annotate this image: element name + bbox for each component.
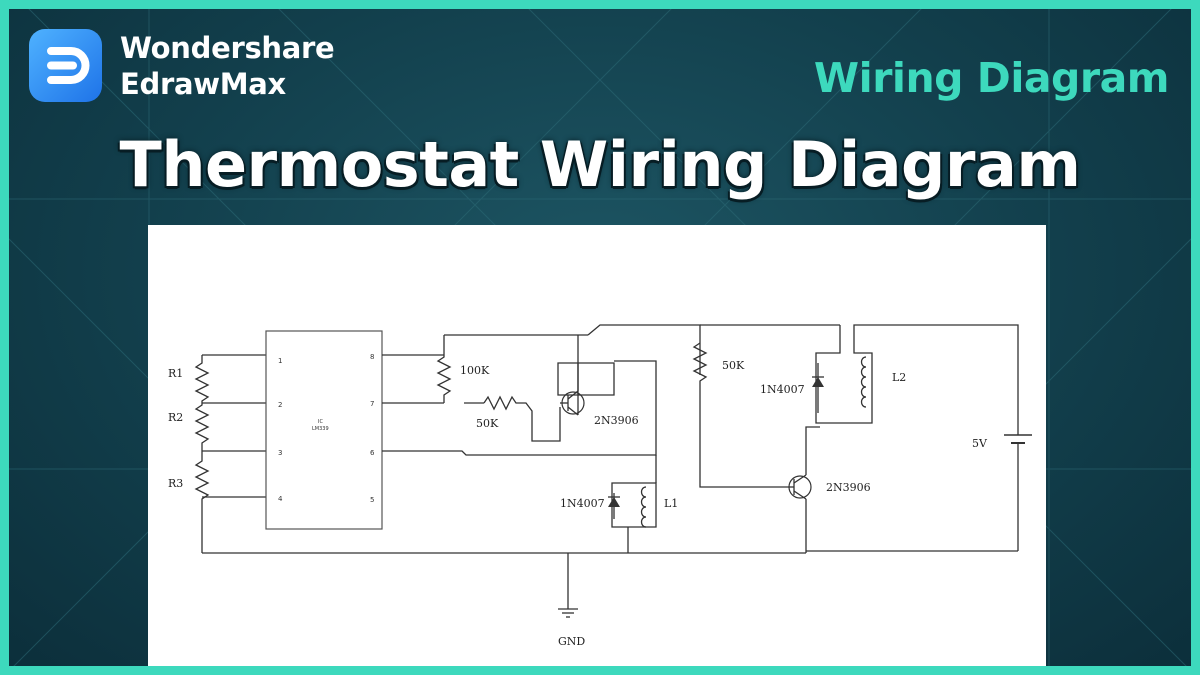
coil-l1-label: L1 xyxy=(664,497,678,510)
page-title: Thermostat Wiring Diagram xyxy=(119,128,1081,201)
ic-label: IC xyxy=(318,419,323,425)
resistor-50k-label-a: 50K xyxy=(476,417,499,430)
product-name: EdrawMax xyxy=(120,67,286,101)
ic-pin-7: 7 xyxy=(370,400,374,408)
ic-pin-1: 1 xyxy=(278,357,282,365)
diode-d2-label: 1N4007 xyxy=(760,383,805,396)
ic-pin-3: 3 xyxy=(278,449,282,457)
driver-stage: 50K 2N3906 xyxy=(692,324,871,553)
ground-label: GND xyxy=(558,635,585,648)
ic-pin-5: 5 xyxy=(370,496,374,504)
ic-pin-6: 6 xyxy=(370,449,375,457)
resistor-ladder: R1 R2 R3 xyxy=(168,354,266,553)
resistor-r2-label: R2 xyxy=(168,411,183,424)
ground-bus: GND xyxy=(202,527,1018,648)
transistor-q1: 2N3906 xyxy=(557,324,701,427)
resistor-r3-label: R3 xyxy=(168,477,183,490)
transistor-q2-label: 2N3906 xyxy=(826,481,871,494)
diode-d1-label: 1N4007 xyxy=(560,497,605,510)
ic-comparator: 1 2 3 4 8 7 6 5 IC LM339 xyxy=(265,330,383,530)
wiring-diagram-canvas: R1 R2 R3 1 2 3 4 8 7 6 5 IC LM339 xyxy=(148,225,1046,666)
power-supply-5v: 5V xyxy=(972,425,1032,551)
circuit-schematic: R1 R2 R3 1 2 3 4 8 7 6 5 IC LM339 xyxy=(168,324,1032,648)
brand-name: Wondershare xyxy=(120,31,335,65)
resistor-r1-label: R1 xyxy=(168,367,183,380)
relay-l1-section: 1N4007 L1 xyxy=(382,360,678,528)
coil-l2-label: L2 xyxy=(892,371,906,384)
edrawmax-logo xyxy=(29,29,102,102)
relay-l2-section: 1N4007 L2 xyxy=(760,324,1019,425)
supply-voltage-label: 5V xyxy=(972,437,988,450)
category-tag: Wiring Diagram xyxy=(813,54,1170,102)
ic-pin-8: 8 xyxy=(370,353,374,361)
edrawmax-logo-icon xyxy=(47,47,90,84)
ic-pin-2: 2 xyxy=(278,401,282,409)
transistor-q1-label: 2N3906 xyxy=(594,414,639,427)
resistor-100k-label: 100K xyxy=(460,364,490,377)
ic-part-number: LM339 xyxy=(312,426,329,432)
ic-pin-4: 4 xyxy=(278,495,283,503)
bias-network: 100K 50K xyxy=(382,334,588,442)
resistor-50k-label-b: 50K xyxy=(722,359,745,372)
